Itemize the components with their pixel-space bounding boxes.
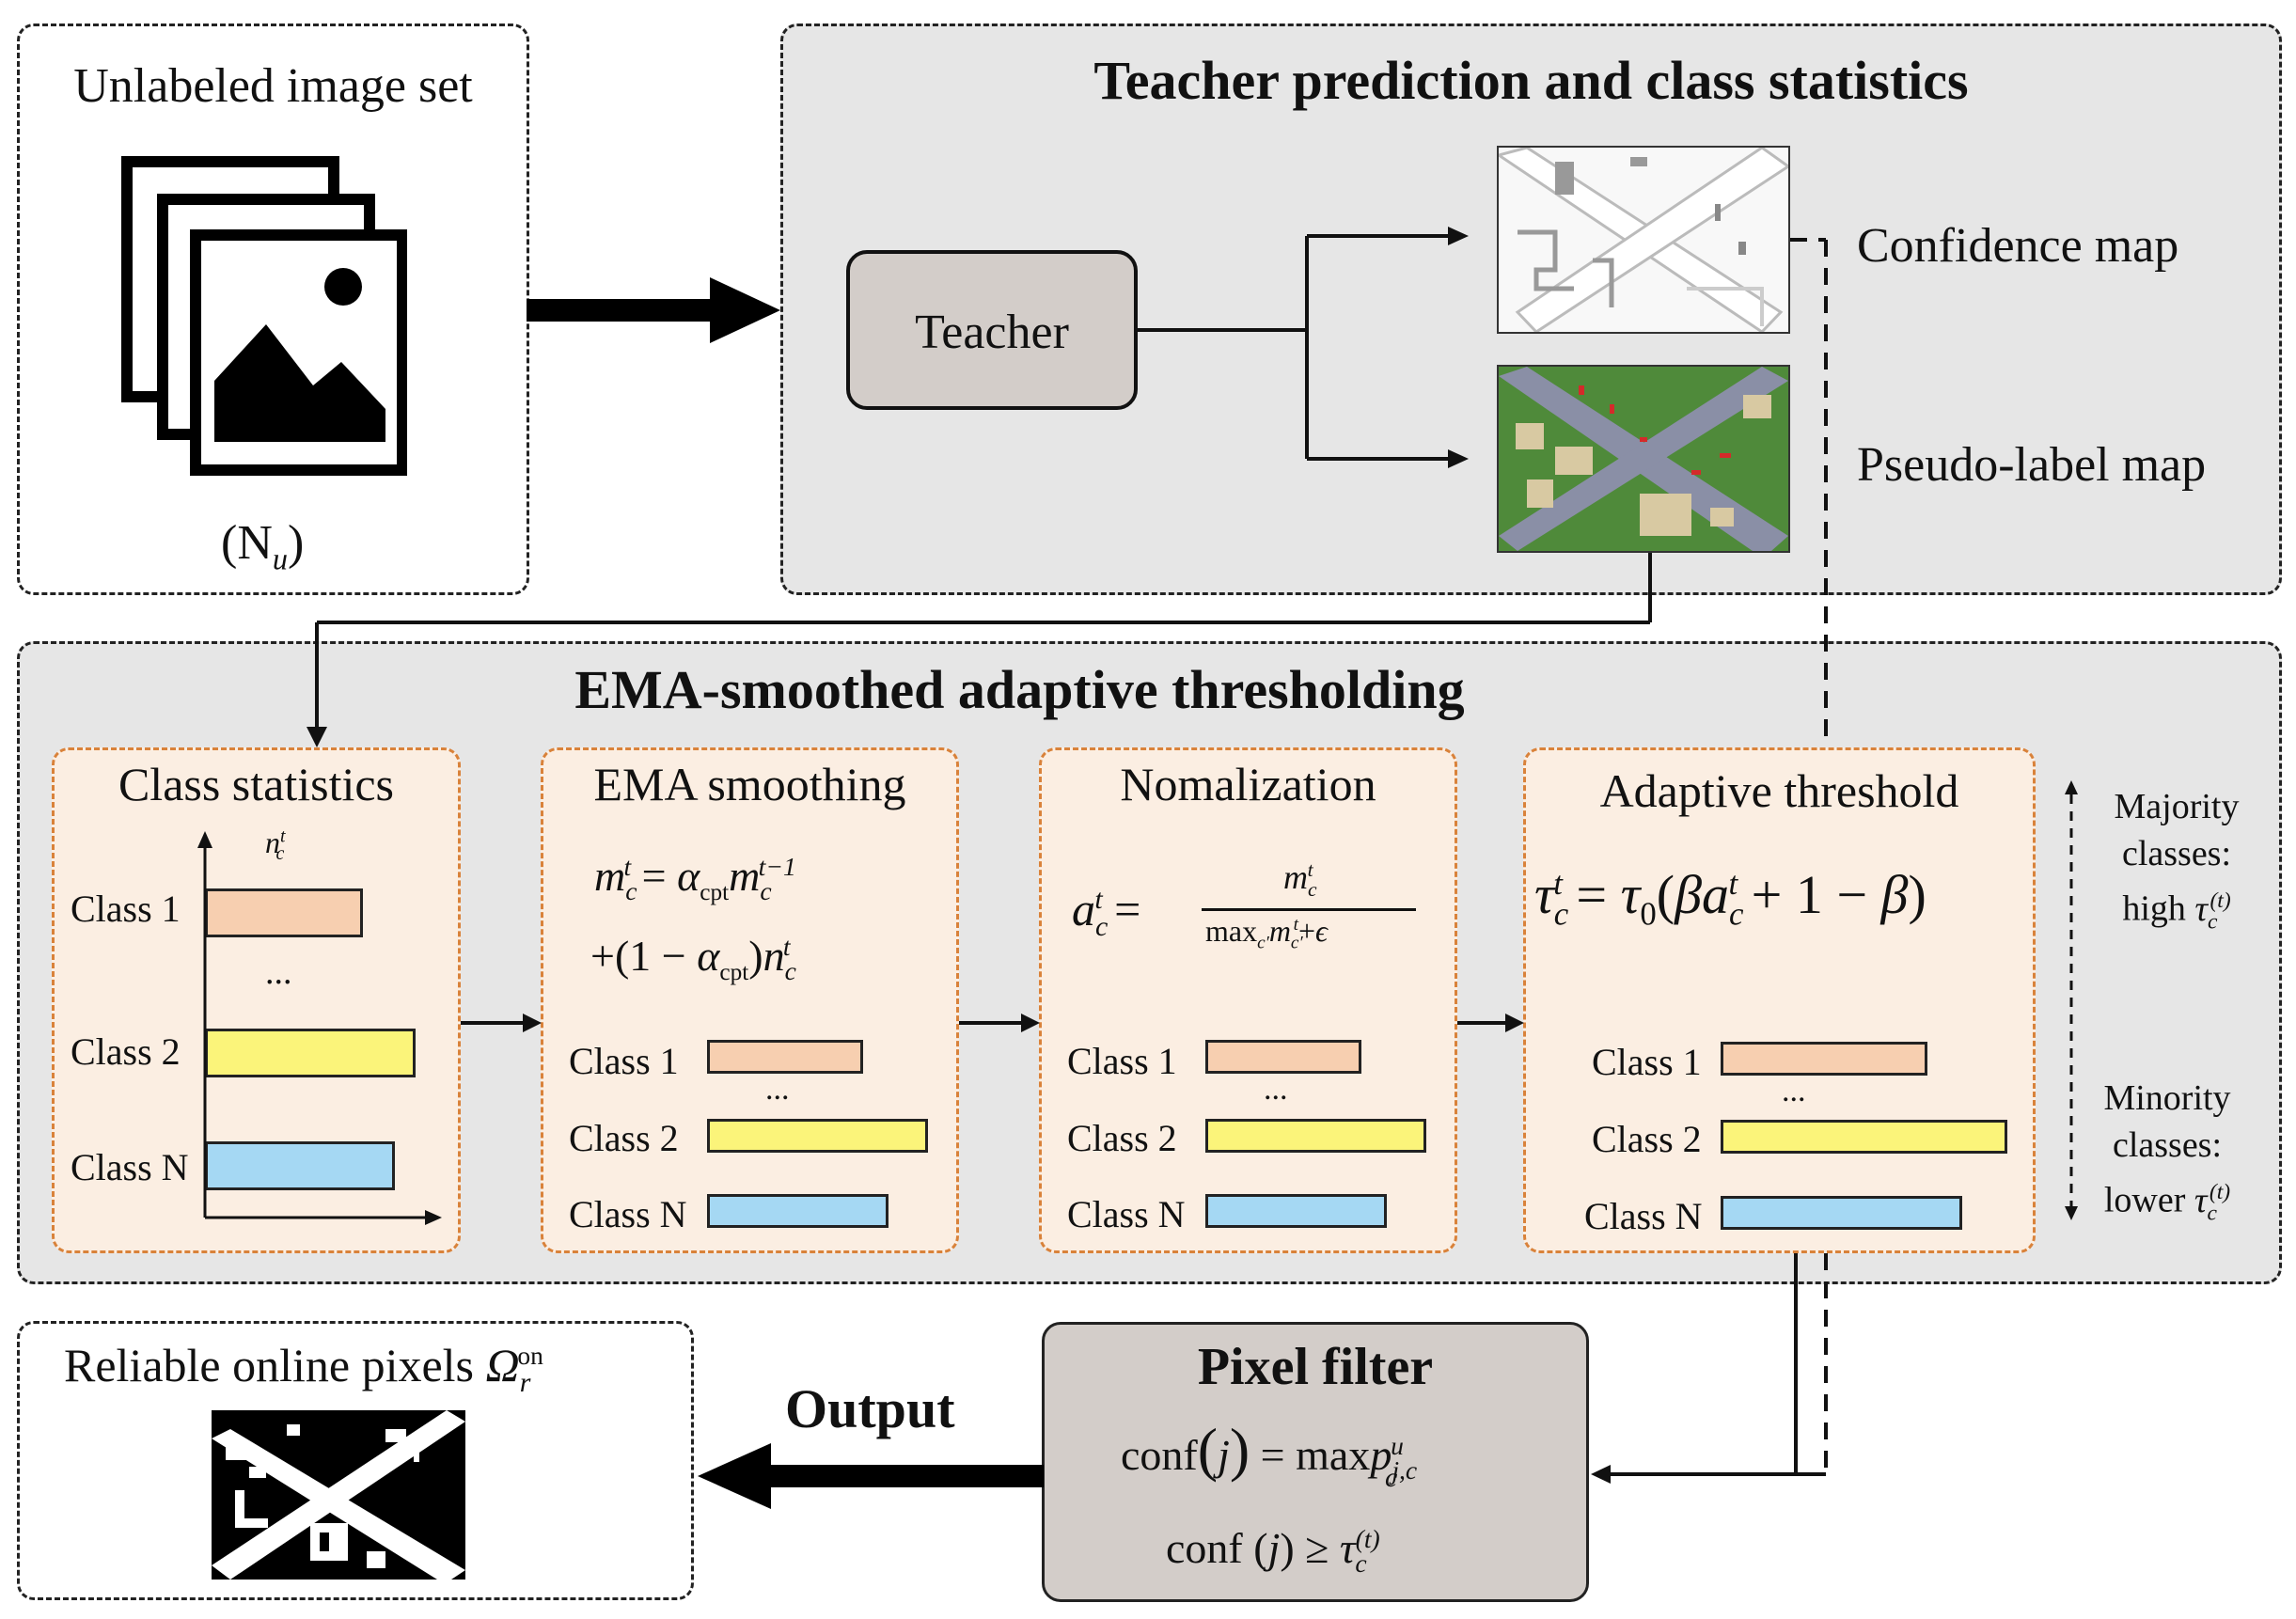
adaptive-threshold-title: Adaptive threshold bbox=[1599, 764, 1959, 817]
threshold-class-1-bar bbox=[1721, 1042, 1927, 1076]
pixel-filter-box bbox=[1042, 1322, 1589, 1602]
ema-class-1-label: Class 1 bbox=[569, 1040, 679, 1082]
nct-axis-label: ntc bbox=[265, 825, 286, 865]
stats-class-n-label: Class N bbox=[71, 1146, 189, 1188]
stats-class-2-label: Class 2 bbox=[71, 1030, 181, 1073]
norm-fraction-bar bbox=[1202, 908, 1416, 911]
ema-formula-line1: mct = αcptmct−1 bbox=[594, 851, 796, 906]
teacher-box bbox=[846, 250, 1138, 410]
pixel-filter-formula-2: conf (j) ≥ τc(t) bbox=[1166, 1523, 1380, 1579]
ema-smoothing-stage bbox=[541, 747, 959, 1253]
class-statistics-title: Class statistics bbox=[118, 758, 395, 810]
image-stack-icon bbox=[120, 155, 408, 479]
adaptive-formula: τct = τ0(βact + 1 − β) bbox=[1534, 864, 1926, 933]
ema-class-2-bar bbox=[707, 1119, 928, 1153]
unlabeled-count: (Nu) bbox=[221, 516, 305, 576]
unlabeled-title: Unlabeled image set bbox=[73, 59, 473, 113]
threshold-ellipsis: ... bbox=[1782, 1074, 1806, 1108]
adaptive-threshold-stage bbox=[1523, 747, 2036, 1253]
arrowhead-confidence bbox=[1448, 227, 1469, 245]
stats-class-n-bar bbox=[205, 1141, 395, 1190]
threshold-class-1-label: Class 1 bbox=[1592, 1041, 1702, 1083]
norm-class-n-bar bbox=[1205, 1194, 1387, 1228]
ema-ellipsis: ... bbox=[765, 1072, 790, 1107]
ema-class-n-bar bbox=[707, 1194, 889, 1228]
ema-smoothing-title: EMA smoothing bbox=[593, 758, 906, 810]
minority-note: Minority classes: lower τc(t) bbox=[2103, 1078, 2231, 1226]
pixel-filter-formula-1: conf(j) = maxpj,cu bbox=[1121, 1416, 1418, 1485]
ema-formula-line2: +(1 − αcpt)nct bbox=[590, 931, 796, 986]
arrowhead-pseudo bbox=[1448, 449, 1469, 468]
norm-class-2-bar bbox=[1205, 1119, 1426, 1153]
stats-ellipsis: ... bbox=[265, 952, 292, 992]
norm-class-1-bar bbox=[1205, 1040, 1361, 1074]
ema-section-title: EMA-smoothed adaptive thresholding bbox=[574, 659, 1465, 720]
ema-class-1-bar bbox=[707, 1040, 863, 1074]
threshold-class-2-bar bbox=[1721, 1120, 2007, 1154]
reliable-pixels-label: Reliable online pixels Ωron bbox=[64, 1339, 543, 1398]
teacher-section-title: Teacher prediction and class statistics bbox=[1093, 50, 1969, 111]
output-label: Output bbox=[785, 1378, 955, 1439]
pseudo-to-stats bbox=[315, 553, 1652, 729]
threshold-class-n-bar bbox=[1721, 1196, 1962, 1230]
pseudo-label-map-image bbox=[1497, 365, 1790, 553]
ema-class-2-label: Class 2 bbox=[569, 1117, 679, 1159]
arrowhead-stats bbox=[307, 727, 327, 747]
norm-class-n-label: Class N bbox=[1067, 1193, 1186, 1235]
confidence-map-label: Confidence map bbox=[1857, 219, 2179, 273]
normalization-stage bbox=[1039, 747, 1457, 1253]
pixel-filter-title: Pixel filter bbox=[1197, 1338, 1434, 1396]
reliable-pixels-panel bbox=[17, 1321, 694, 1600]
ema-class-n-label: Class N bbox=[569, 1193, 687, 1235]
normalization-title: Nomalization bbox=[1120, 758, 1376, 810]
teacher-to-maps bbox=[1138, 234, 1453, 461]
threshold-class-2-label: Class 2 bbox=[1592, 1118, 1702, 1160]
pseudo-label-map-label: Pseudo-label map bbox=[1857, 438, 2207, 492]
norm-class-1-label: Class 1 bbox=[1067, 1040, 1177, 1082]
norm-formula-lhs: act = bbox=[1072, 883, 1141, 942]
arrowhead-filter bbox=[1591, 1465, 1611, 1484]
norm-class-2-label: Class 2 bbox=[1067, 1117, 1177, 1159]
output-arrow bbox=[698, 1443, 1044, 1509]
stats-class-1-label: Class 1 bbox=[71, 888, 181, 930]
threshold-class-n-label: Class N bbox=[1584, 1195, 1703, 1237]
norm-formula-denominator: maxc′mc′t+ϵ bbox=[1205, 914, 1328, 953]
norm-formula-numerator: mct bbox=[1283, 858, 1317, 902]
confidence-map-image bbox=[1497, 146, 1790, 334]
reliable-pixels-mask-image bbox=[212, 1410, 465, 1580]
confidence-dashed-connector bbox=[1790, 238, 1828, 1474]
stats-axes bbox=[203, 846, 428, 1219]
threshold-to-filter bbox=[1610, 1253, 1826, 1476]
pixel-filter-max-sub: c bbox=[1385, 1462, 1398, 1493]
norm-ellipsis: ... bbox=[1264, 1072, 1288, 1107]
teacher-label: Teacher bbox=[915, 306, 1069, 359]
input-arrow bbox=[527, 277, 780, 343]
majority-note: Majority classes: high τc(t) bbox=[2114, 787, 2240, 935]
